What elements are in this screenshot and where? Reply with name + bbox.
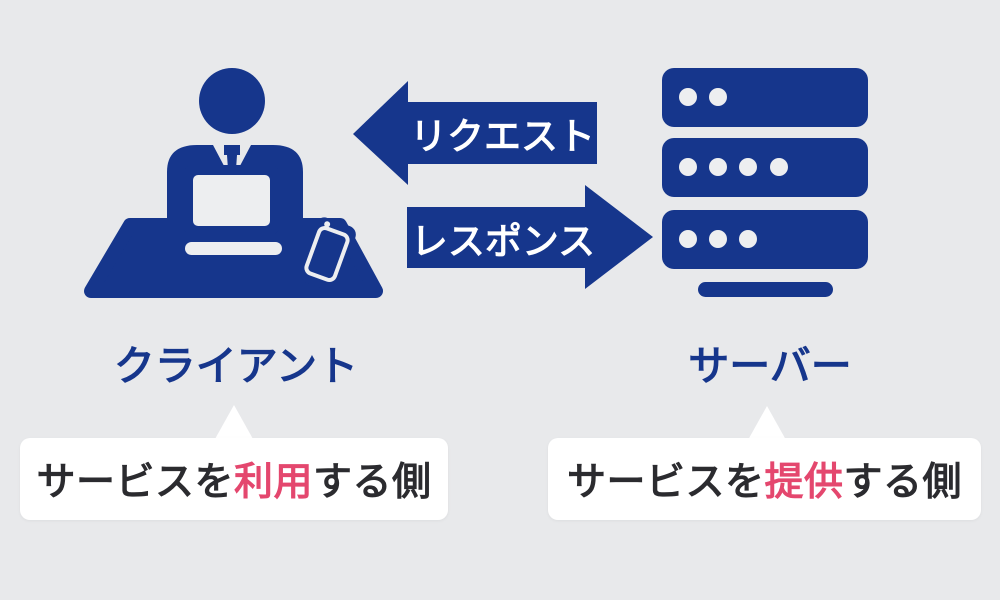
request-arrow-label: リクエスト — [410, 116, 595, 157]
laptop-keyboard-icon — [185, 242, 282, 255]
response-arrow-label: レスポンス — [410, 220, 596, 262]
server-unit-middle-icon — [662, 138, 868, 197]
client-bubble-text: サービスを利用する側 — [36, 451, 431, 507]
server-bubble-suffix: する側 — [843, 461, 963, 504]
server-bubble-tail — [748, 406, 786, 440]
server-icon — [662, 68, 868, 297]
response-arrow-icon: レスポンス — [407, 185, 653, 289]
person-head-icon — [199, 68, 265, 134]
client-bubble-prefix: サービスを — [36, 461, 234, 504]
server-bubble-highlight: 提供 — [764, 461, 844, 504]
client-title: クライアント — [113, 343, 359, 389]
server-base-icon — [698, 282, 833, 297]
client-icon — [84, 68, 383, 298]
client-bubble: サービスを利用する側 — [20, 438, 448, 520]
server-bubble-text: サービスを提供する側 — [567, 451, 962, 507]
server-unit-bottom-icon — [662, 210, 868, 269]
client-bubble-suffix: する側 — [313, 461, 432, 504]
phone-camera-dot-icon — [324, 221, 331, 228]
server-bubble-prefix: サービスを — [566, 461, 765, 504]
necktie-icon — [224, 145, 240, 184]
server-bubble: サービスを提供する側 — [548, 438, 981, 520]
client-bubble-tail — [215, 405, 253, 439]
laptop-screen-icon — [193, 175, 270, 226]
server-title: サーバー — [688, 343, 852, 389]
server-unit-top-icon — [662, 68, 868, 127]
smartphone-icon — [298, 217, 356, 291]
client-bubble-highlight: 利用 — [233, 461, 313, 504]
